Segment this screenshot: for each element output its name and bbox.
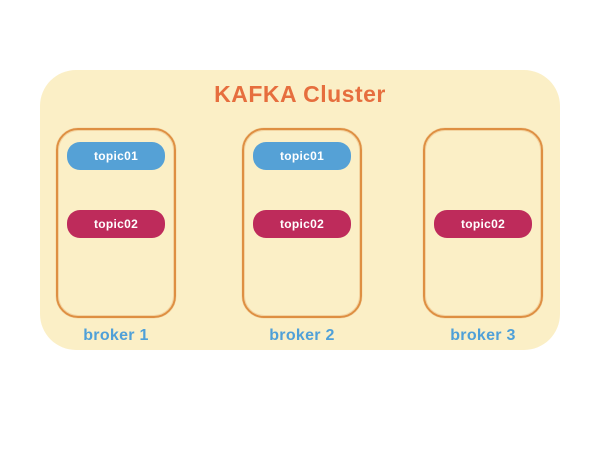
broker-2-topic02-pill: topic02 <box>253 210 351 238</box>
broker-2-label: broker 2 <box>269 327 335 344</box>
broker-2-topic01-pill: topic01 <box>253 142 351 170</box>
broker-3-group: topic02 broker 3 <box>423 128 543 345</box>
broker-3-box: topic02 <box>423 128 543 318</box>
cluster-title: KAFKA Cluster <box>214 81 386 107</box>
broker-1-topic02-pill: topic02 <box>67 210 165 238</box>
cluster-container: KAFKA Cluster topic01 topic02 broker 1 t… <box>40 70 560 350</box>
broker-1-label: broker 1 <box>83 327 149 344</box>
broker-1-box: topic01 topic02 <box>56 128 176 318</box>
broker-1-topic01-pill: topic01 <box>67 142 165 170</box>
broker-2-box: topic01 topic02 <box>242 128 362 318</box>
broker-3-topic02-pill: topic02 <box>434 210 532 238</box>
broker-1-group: topic01 topic02 broker 1 <box>56 128 176 345</box>
broker-3-label: broker 3 <box>450 327 516 344</box>
broker-2-group: topic01 topic02 broker 2 <box>242 128 362 345</box>
